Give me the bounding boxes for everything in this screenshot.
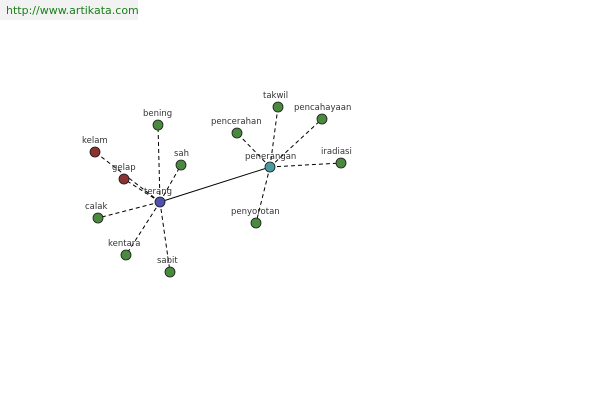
node-label-terang: terang <box>144 187 172 197</box>
edge-terang-sabit <box>159 201 171 273</box>
labels-layer: terang penerangan bening sah kelam gelap calak… <box>82 91 352 266</box>
node-iradiasi[interactable] <box>335 157 347 169</box>
node-label-sah: sah <box>174 149 189 159</box>
node-label-kelam: kelam <box>82 136 108 146</box>
edge-terang-bening <box>157 124 161 203</box>
edges-layer <box>94 106 342 273</box>
edge-terang-sah <box>159 164 182 203</box>
node-sabit[interactable] <box>164 266 176 278</box>
node-bening[interactable] <box>152 119 164 131</box>
node-kentara[interactable] <box>120 249 132 261</box>
node-label-penerangan: penerangan <box>245 152 296 162</box>
source-url: http://www.artikata.com <box>0 0 139 20</box>
node-pencahayaan[interactable] <box>316 113 328 125</box>
node-label-pencerahan: pencerahan <box>211 117 262 127</box>
node-takwil[interactable] <box>272 101 284 113</box>
edge-terang-calak <box>97 201 161 219</box>
edge-penerangan-takwil <box>269 106 279 168</box>
node-gelap[interactable] <box>118 173 130 185</box>
node-label-bening: bening <box>143 109 172 119</box>
node-label-iradiasi: iradiasi <box>321 147 352 157</box>
node-label-takwil: takwil <box>263 91 288 101</box>
edge-terang-penerangan <box>159 166 271 203</box>
node-terang[interactable] <box>154 196 166 208</box>
edge-terang-kentara <box>125 201 161 256</box>
edge-terang-gelap <box>123 178 161 203</box>
edge-penerangan-pencerahan <box>236 132 271 168</box>
node-label-kentara: kentara <box>108 239 140 249</box>
node-label-penyorotan: penyorotan <box>231 207 280 217</box>
node-pencerahan[interactable] <box>231 127 243 139</box>
edge-penerangan-penyorotan <box>255 166 271 224</box>
node-penerangan[interactable] <box>264 161 276 173</box>
nodes-layer <box>89 101 347 278</box>
edge-penerangan-pencahayaan <box>269 118 323 168</box>
node-label-pencahayaan: pencahayaan <box>294 103 351 113</box>
node-label-gelap: gelap <box>112 163 136 173</box>
node-kelam[interactable] <box>89 146 101 158</box>
node-sah[interactable] <box>175 159 187 171</box>
node-label-sabit: sabit <box>157 256 178 266</box>
node-calak[interactable] <box>92 212 104 224</box>
node-penyorotan[interactable] <box>250 217 262 229</box>
edge-penerangan-iradiasi <box>269 162 342 168</box>
node-label-calak: calak <box>85 202 107 212</box>
